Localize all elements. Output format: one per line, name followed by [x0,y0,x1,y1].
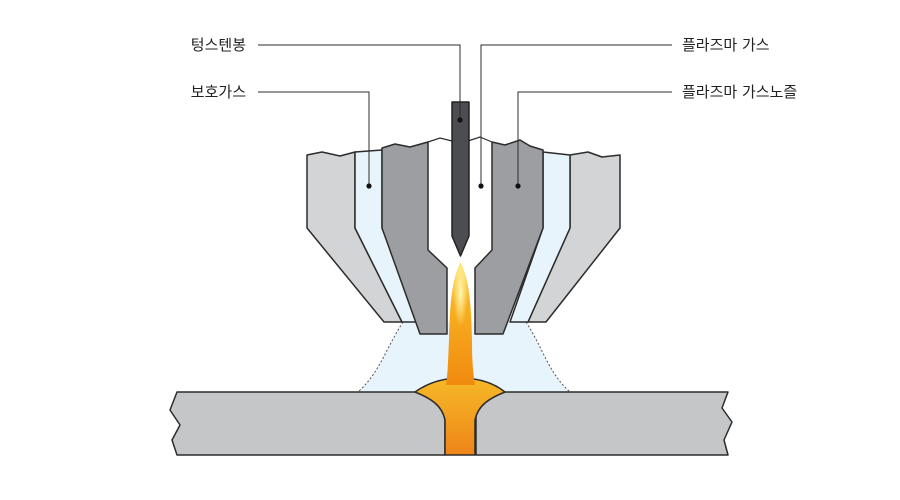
dot-shield-gas [366,183,372,189]
plasma-gas-channel-top [427,136,493,143]
dot-plasma-gas [478,183,484,189]
base-metal-left [169,391,446,456]
leader-nozzle [517,91,672,186]
shield-gas-boundary-right [525,321,571,393]
label-plasma-nozzle: 플라즈마 가스노즐 [682,83,798,101]
plasma-nozzle-left [381,141,448,335]
dot-nozzle [515,183,521,189]
dot-tungsten [457,117,463,123]
tungsten-electrode [451,101,470,257]
leader-dots [366,117,521,189]
leader-lines [258,44,672,186]
base-metal-right [475,391,733,456]
leader-tungsten [258,44,461,120]
label-shield-gas: 보호가스 [190,83,246,101]
label-plasma-gas: 플라즈마 가스 [682,36,770,54]
leader-plasma-gas [480,44,672,186]
plasma-nozzle-right [474,139,544,335]
shield-gas-boundary-left [357,321,404,393]
arc-core-glow [453,266,468,334]
label-tungsten-rod: 텅스텐봉 [190,36,246,54]
leader-shield-gas [258,91,370,186]
